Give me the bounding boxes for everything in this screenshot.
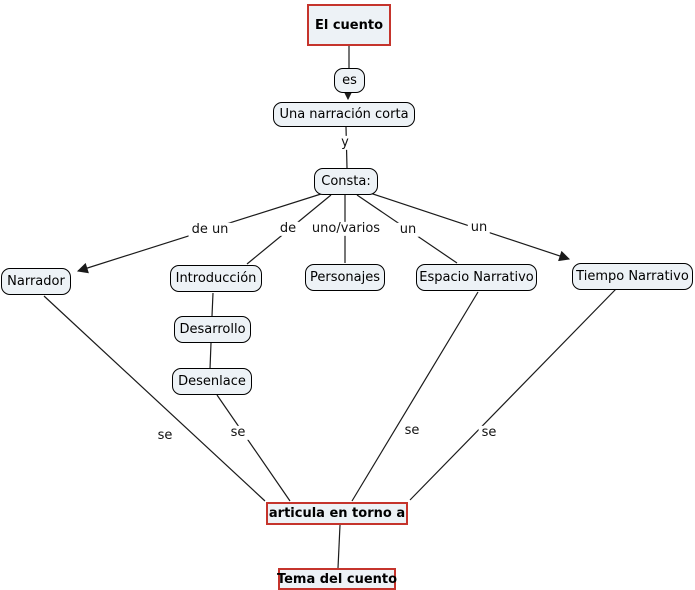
- link-tiempo-articula: [409, 288, 617, 501]
- node-desarrollo[interactable]: Desarrollo: [174, 316, 251, 343]
- link-label-un-tiempo[interactable]: un: [467, 220, 491, 236]
- link-label-un-espacio[interactable]: un: [396, 222, 420, 238]
- node-introduccion[interactable]: Introducción: [170, 265, 262, 292]
- link-desenlace-articula: [216, 394, 291, 502]
- node-narrador[interactable]: Narrador: [1, 268, 71, 295]
- link-label-uno-varios[interactable]: uno/varios: [308, 221, 384, 237]
- node-desenlace[interactable]: Desenlace: [172, 368, 252, 395]
- node-tema-del-cuento[interactable]: Tema del cuento: [277, 568, 397, 590]
- link-label-se-tiempo[interactable]: se: [478, 425, 500, 441]
- node-es[interactable]: es: [334, 68, 365, 93]
- link-introduccion-desarrollo: [211, 292, 214, 317]
- node-una-narracion-corta[interactable]: Una narración corta: [273, 102, 415, 127]
- node-articula-en-torno-a[interactable]: articula en torno a: [266, 502, 408, 525]
- link-label-de-un[interactable]: de un: [188, 222, 232, 238]
- link-label-y[interactable]: y: [338, 135, 352, 151]
- link-desarrollo-desenlace: [209, 342, 212, 370]
- link-label-se-desenlace[interactable]: se: [227, 425, 249, 441]
- node-espacio-narrativo[interactable]: Espacio Narrativo: [416, 264, 537, 291]
- link-label-de[interactable]: de: [276, 221, 300, 237]
- node-el-cuento[interactable]: El cuento: [307, 4, 391, 46]
- node-consta[interactable]: Consta:: [314, 168, 378, 195]
- link-label-se-espacio[interactable]: se: [401, 423, 423, 439]
- link-narrador-articula: [43, 295, 266, 502]
- link-label-se-narrador[interactable]: se: [154, 428, 176, 444]
- node-tiempo-narrativo[interactable]: Tiempo Narrativo: [572, 263, 693, 290]
- link-articula-tema: [337, 524, 341, 569]
- node-personajes[interactable]: Personajes: [305, 264, 385, 291]
- link-espacio-articula: [351, 291, 479, 502]
